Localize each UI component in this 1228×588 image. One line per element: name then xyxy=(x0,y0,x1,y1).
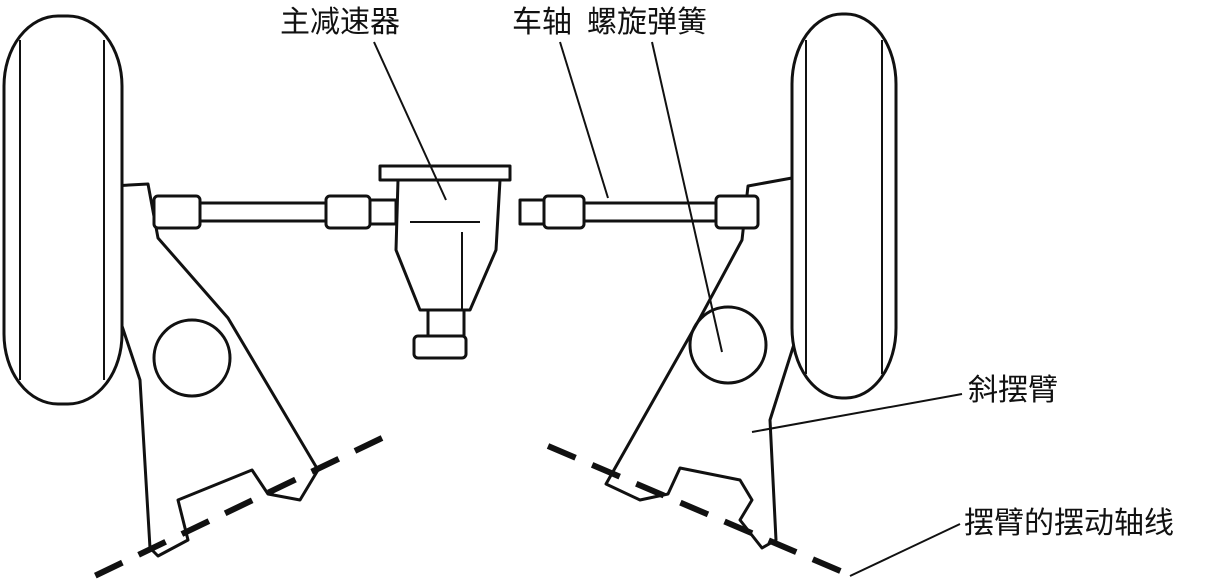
leader-axle xyxy=(559,41,609,199)
label-arm-pivot-axis: 摆臂的摆动轴线 xyxy=(964,506,1174,541)
leader-main-reducer xyxy=(373,41,447,201)
right-wheel xyxy=(790,12,898,400)
leader-pivot-axis xyxy=(849,523,961,577)
right-oblique-arm xyxy=(604,176,810,550)
label-main-reducer: 主减速器 xyxy=(280,5,400,40)
label-axle: 车轴 xyxy=(512,5,572,40)
left-oblique-arm xyxy=(110,182,320,558)
label-oblique-arm: 斜摆臂 xyxy=(968,373,1058,408)
left-coil-spring xyxy=(152,318,232,398)
leader-coil-spring xyxy=(651,41,723,353)
left-axle xyxy=(152,194,398,230)
label-coil-spring: 螺旋弹簧 xyxy=(587,5,707,40)
main-reducer xyxy=(378,164,512,360)
left-pivot-axis-line xyxy=(80,435,384,585)
right-pivot-axis-line xyxy=(546,443,854,579)
left-wheel xyxy=(2,14,124,406)
right-axle xyxy=(518,194,760,230)
leader-oblique-arm xyxy=(751,393,963,433)
right-coil-spring xyxy=(688,305,768,385)
